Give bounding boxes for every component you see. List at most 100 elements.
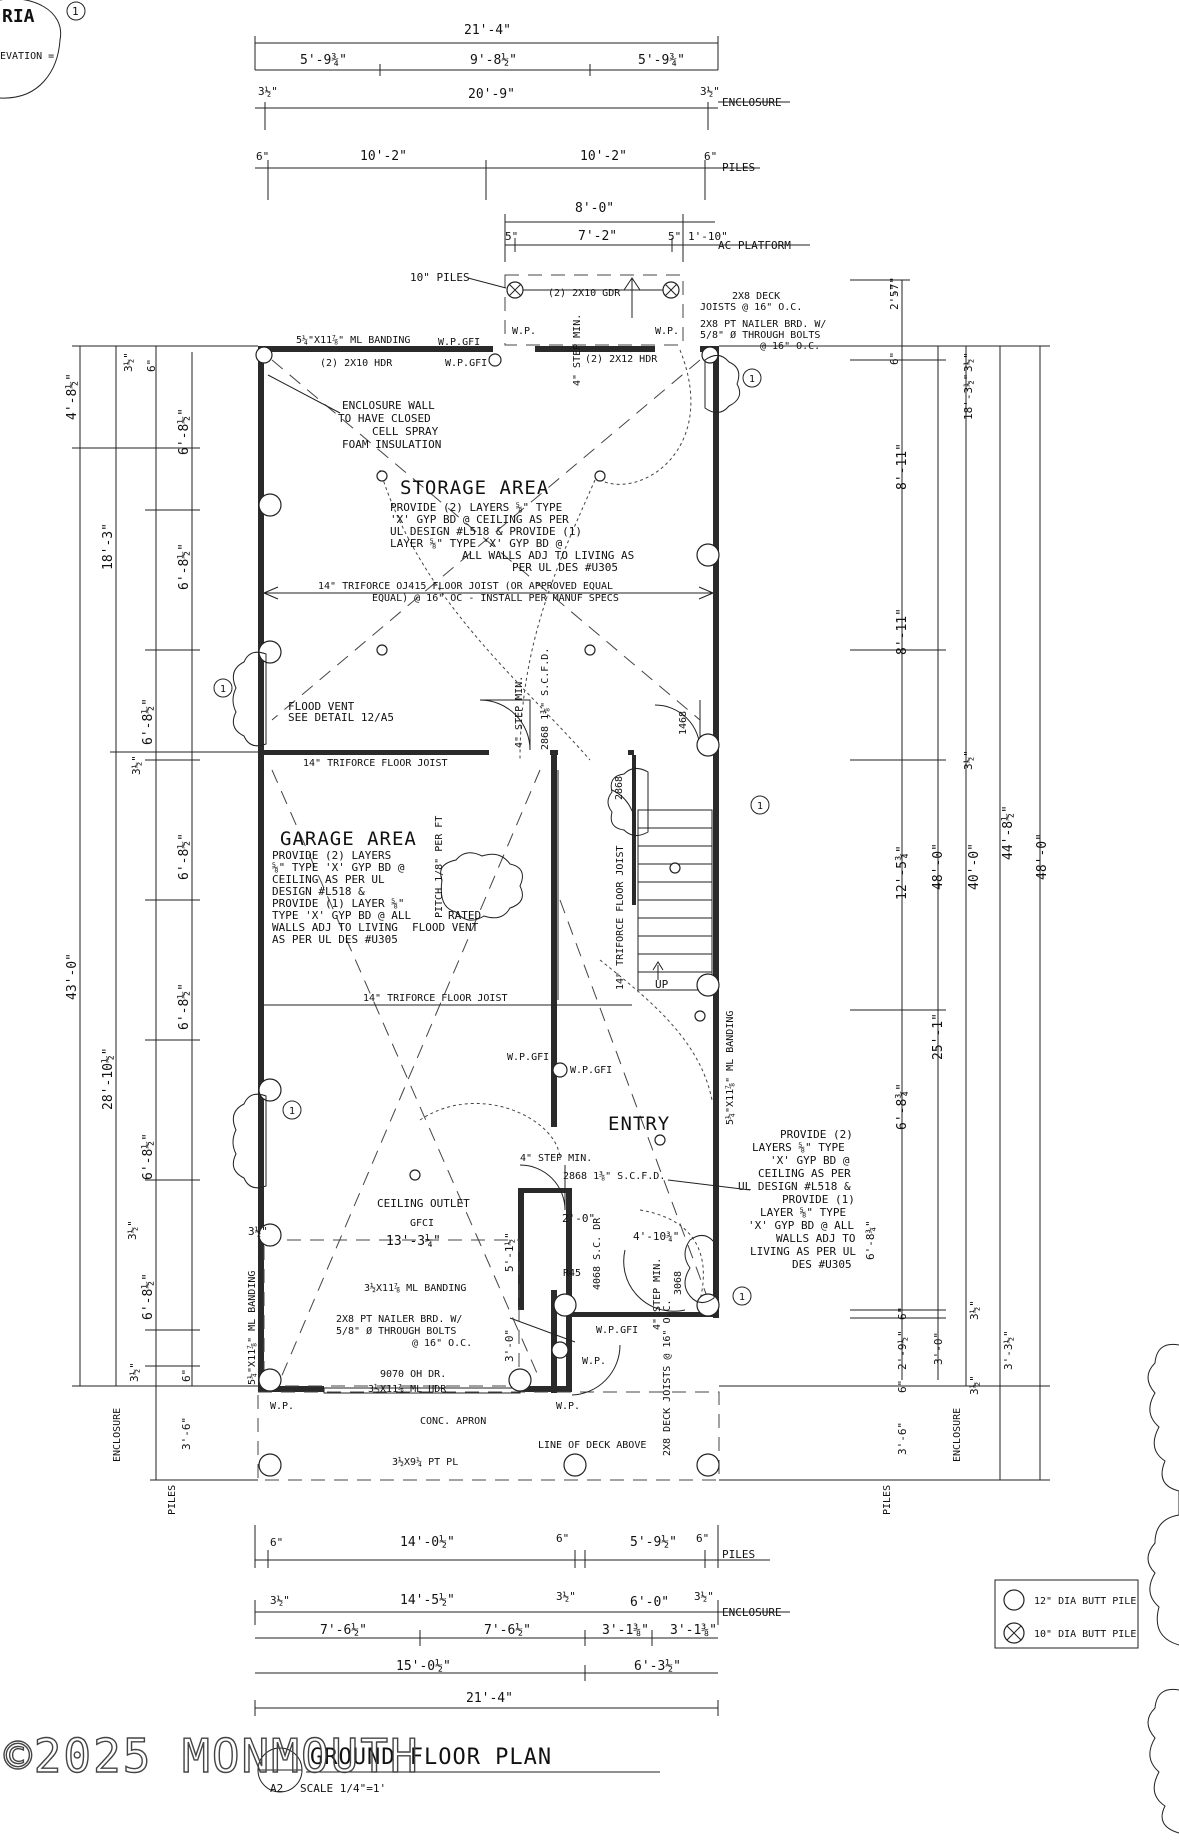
bottom-p3: 6": [556, 1532, 569, 1545]
top-dimensions: [254, 36, 810, 262]
left-piles-label: PILES: [167, 1485, 178, 1515]
storage-note-6: PER UL DES #U305: [512, 561, 618, 574]
prov-right-11: DES #U305: [792, 1258, 852, 1271]
ac-l-dim: 5": [505, 230, 518, 243]
right-3a: 3½": [962, 352, 975, 372]
bottom-e2: 14'-5½": [400, 1593, 455, 1608]
flood-vent-2-note: FLOOD VENT: [412, 921, 479, 934]
left-a7: 6'-8½": [177, 833, 192, 880]
top-pile-m2-dim: 10'-2": [580, 149, 627, 164]
prov-right-10: LIVING AS PER UL: [750, 1245, 856, 1258]
dim-4068: 4068 S.C. DR: [592, 1217, 603, 1290]
stair-up-label: UP: [655, 978, 669, 991]
storage-area-title: STORAGE AREA: [400, 477, 549, 499]
bottom-enclosure-label: ENCLOSURE: [722, 1606, 782, 1619]
top-overall-dim: 21'-4": [464, 23, 511, 38]
bottom-e4: 6'-0": [630, 1595, 669, 1610]
bottom-overall: 21'-4": [466, 1691, 513, 1706]
top-seg3-dim: 5'-9¾": [638, 53, 685, 68]
right-40: 40'-0": [967, 843, 982, 890]
right-48a: 48'-0": [931, 843, 946, 890]
top-pile-r-dim: 6": [704, 150, 717, 163]
ml-band-right-note: 5¼"X11⅞" ML BANDING: [724, 1011, 736, 1125]
legend-item-2: 10" DIA BUTT PILE: [1034, 1629, 1136, 1640]
deck-joists-note-1: 2X8 DECK: [732, 291, 780, 302]
bottom-e3: 3½": [556, 1590, 576, 1603]
right-6d: 6": [896, 1380, 909, 1393]
joist-b-note: 14" TRIFORCE FLOOR JOIST: [303, 758, 448, 769]
right-6: 6": [888, 352, 901, 365]
right-dimensions: [719, 279, 1050, 1481]
legend-12in-pile-symbol: [1003, 1589, 1025, 1611]
step-door-note: 4" STEP MIN.: [652, 1258, 663, 1330]
ac-mid-dim: 7'-2": [578, 229, 617, 244]
cloud-tag-3: 1: [749, 374, 755, 385]
building-walls: [258, 346, 719, 1393]
nailer-low-2: 5/8" Ø THROUGH BOLTS: [336, 1325, 456, 1337]
right-6-8: 6'-8¾": [895, 1083, 910, 1130]
bottom-p4: 5'-9½": [630, 1535, 677, 1550]
wpgfi-top-1: W.P.GFI: [438, 337, 480, 348]
left-a12: 6": [180, 1369, 193, 1382]
bottom-t1: 15'-0½": [396, 1659, 451, 1674]
ac-r2-dim: 1'-10": [688, 230, 728, 243]
wp-top-1: W.P.: [512, 326, 536, 337]
deck-line-note: LINE OF DECK ABOVE: [538, 1440, 646, 1451]
top-piles-label: PILES: [722, 161, 755, 174]
step-low-note: 4" STEP MIN.: [520, 1153, 592, 1164]
pile-legend: 12" DIA BUTT PILE 10" DIA BUTT PILE: [994, 1579, 1139, 1649]
left-a9: 6'-8½": [141, 1133, 156, 1180]
right-3-0: 3'-0": [932, 1332, 945, 1365]
right-8-11b: 8'-11": [895, 608, 910, 655]
gdr-note: (2) 2X10 GDR: [548, 288, 621, 299]
left-d28-10: 28'-10½": [101, 1047, 116, 1110]
bottom-s4: 3'-1⅜": [670, 1623, 717, 1638]
flood-vent-note-1: FLOOD VENT: [288, 700, 355, 713]
left-a13: 3'-6": [180, 1417, 193, 1450]
top-enc-mid-dim: 20'-9": [468, 87, 515, 102]
right-piles-label: PILES: [882, 1485, 893, 1515]
piles-10-note: 10" PILES: [410, 271, 470, 284]
prov-right-9: WALLS ADJ TO: [776, 1232, 855, 1245]
door-2868c: 2868 1⅜" S.C.F.D.: [563, 1170, 665, 1182]
left-inner-3half: 3½": [248, 1225, 268, 1238]
cloud-tag-4: 1: [757, 801, 763, 812]
deck-outline: [257, 1391, 720, 1481]
watermark: ©2025 MONMOUTH: [4, 1729, 420, 1783]
garage-note-1: PROVIDE (2) LAYERS: [272, 849, 391, 862]
step-top-note: 4" STEP MIN.: [572, 314, 583, 386]
prov-right-7: LAYER ⅝" TYPE: [760, 1206, 846, 1219]
corner-tag: 1: [72, 5, 79, 18]
bottom-dimensions: [254, 1525, 790, 1716]
right-18: 18'-3½": [962, 374, 975, 420]
enc-wall-note-1: ENCLOSURE WALL: [342, 399, 435, 412]
garage-note-8: AS PER UL DES #U305: [272, 933, 398, 946]
garage-area-title: GARAGE AREA: [280, 828, 417, 850]
plan-title-block: A2 GROUND FLOOR PLAN SCALE 1/4"=1' ©2025…: [3, 1728, 660, 1795]
left-3half-b: 3½": [126, 1220, 139, 1240]
corner-title-fragment: RIA EVATION = 1: [0, 0, 86, 99]
enc-wall-note-3: CELL SPRAY: [372, 425, 439, 438]
storage-note-4: LAYER ⅝" TYPE 'X' GYP BD @: [390, 537, 563, 550]
deck-joists-vert: 2X8 DECK JOISTS @ 16" O.C.: [662, 1299, 673, 1456]
left-a5: 6'-8½": [141, 698, 156, 745]
right-48b: 48'-0": [1035, 833, 1050, 880]
stair: [637, 809, 713, 991]
left-d4-8: 4'-8½": [65, 373, 80, 420]
ac-platform-label: AC PLATFORM: [718, 239, 791, 252]
wp-top-2: W.P.: [655, 326, 679, 337]
ac-overall-dim: 8'-0": [575, 201, 614, 216]
wp-low-3: W.P.: [556, 1401, 580, 1412]
top-pile-m1-dim: 10'-2": [360, 149, 407, 164]
ceiling-outlet-note: CEILING OUTLET: [377, 1197, 470, 1210]
nailer-low-3: @ 16" O.C.: [412, 1338, 472, 1349]
top-enc-l-dim: 3½": [258, 85, 278, 98]
joist-c-note: 14" TRIFORCE FLOOR JOIST: [363, 993, 508, 1004]
left-a2: 6": [145, 359, 158, 372]
right-8-11a: 8'-11": [895, 443, 910, 490]
prov-right-3: 'X' GYP BD @: [770, 1154, 850, 1167]
wpgfi-top-2: W.P.GFI: [445, 358, 487, 369]
bottom-piles-label: PILES: [722, 1548, 755, 1561]
bottom-s1: 7'-6½": [320, 1623, 367, 1638]
ml-banding-top-note: 5¼"X11⅞" ML BANDING: [296, 334, 410, 346]
